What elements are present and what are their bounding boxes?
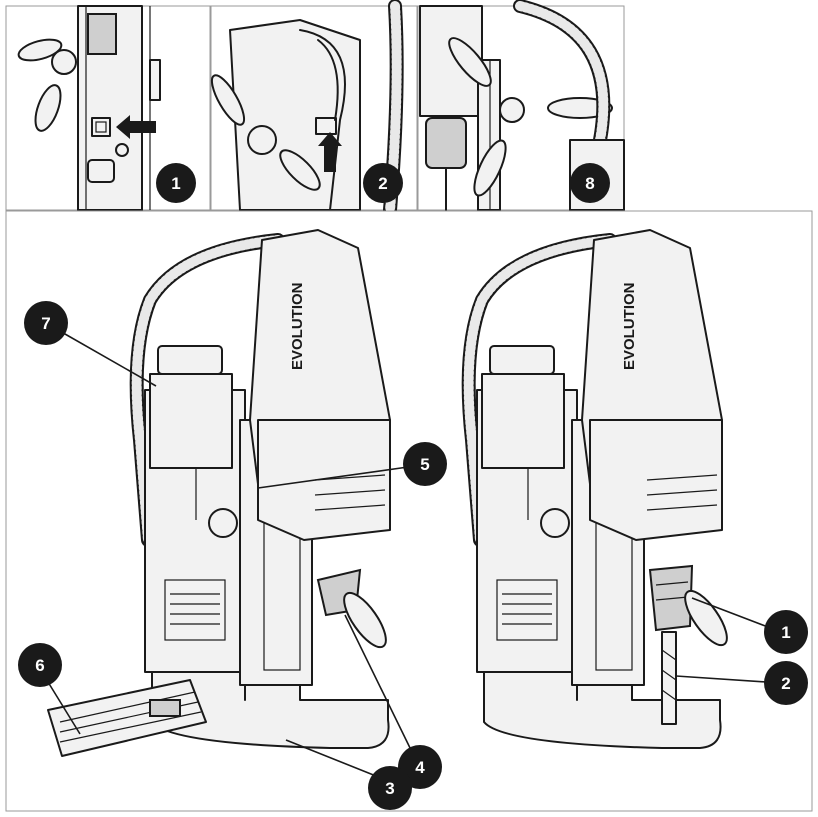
callout-top-2-label: 2 [378,174,387,193]
callout-left-5-label: 5 [420,455,429,474]
callout-right-2-label: 2 [781,674,790,693]
brand-label-right: EVOLUTION [621,282,638,370]
callout-left-7-label: 7 [41,314,50,333]
callout-left-4-label: 4 [415,758,425,777]
callout-right-1: 1 [691,597,808,654]
callout-left-5: 5 [257,442,447,489]
callout-left-3-label: 3 [385,779,394,798]
brand-label-left: EVOLUTION [289,282,306,370]
callout-top-2: 2 [363,163,403,203]
callout-top-8: 8 [570,163,610,203]
callout-right-2: 2 [675,661,808,705]
callout-left-3: 3 [285,739,412,810]
callout-top-8-label: 8 [585,174,594,193]
callout-left-6: 6 [18,643,81,735]
drill-right-chuck: EVOLUTION [461,229,728,749]
callout-right-1-label: 1 [781,623,790,642]
detail-panel-power-switch [5,5,211,211]
callout-left-6-label: 6 [35,656,44,675]
callout-left-7: 7 [24,301,157,387]
callout-top-1-label: 1 [171,174,180,193]
callout-top-1: 1 [156,163,196,203]
drill-left-annular-cutter: EVOLUTION [47,229,391,757]
